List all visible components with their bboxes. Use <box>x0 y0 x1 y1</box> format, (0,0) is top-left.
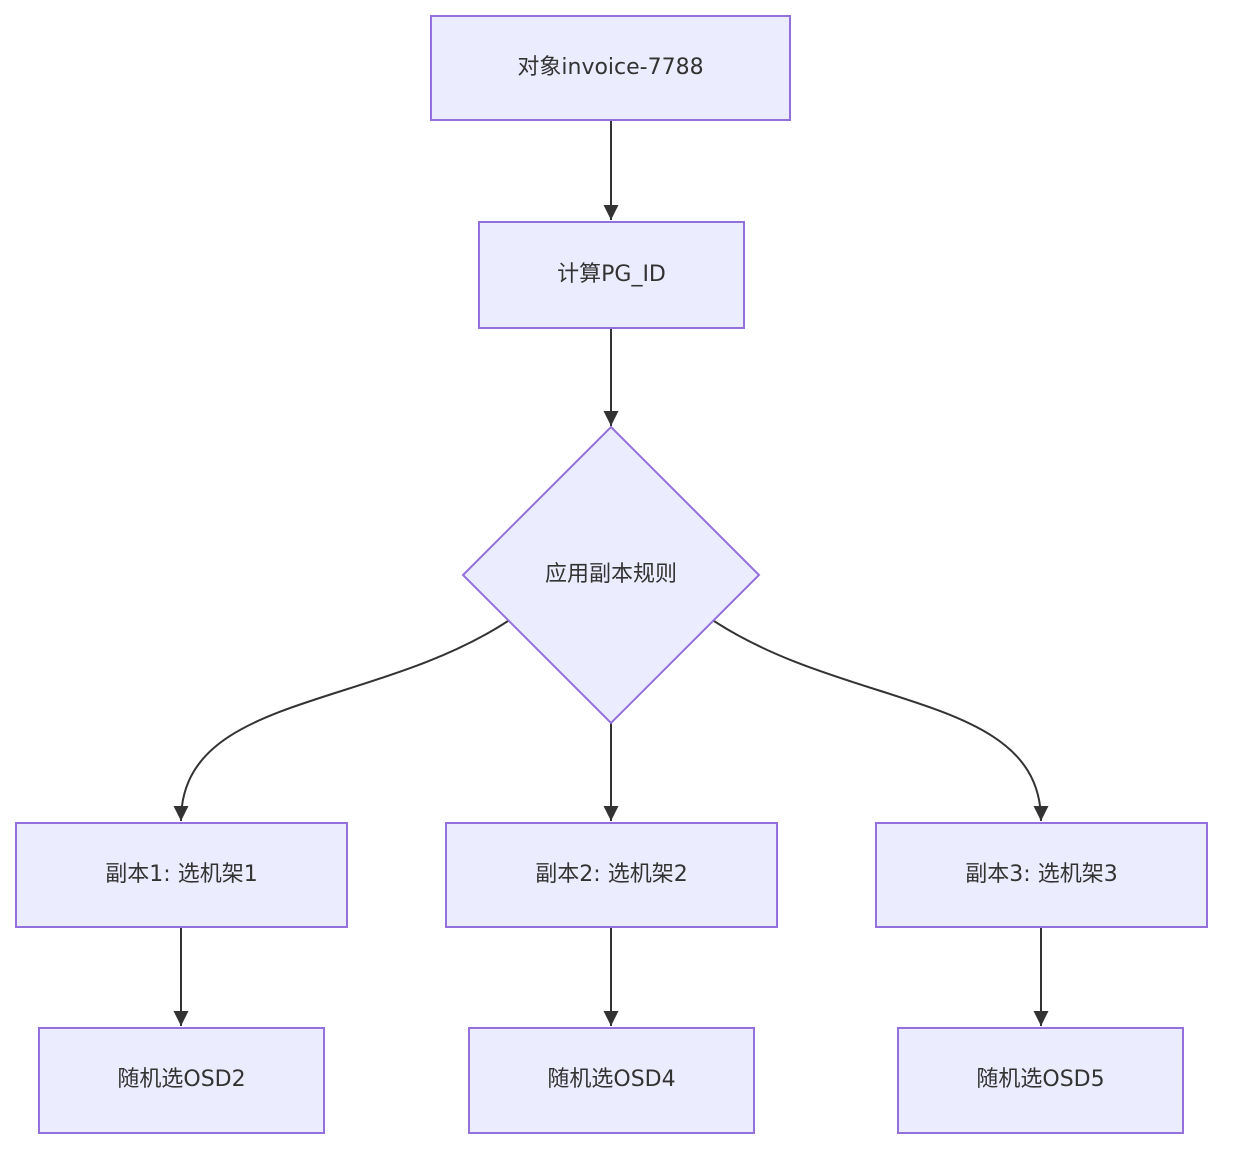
edge-decision-to-replica1 <box>173 620 509 822</box>
node-label: 应用副本规则 <box>544 561 677 587</box>
node-label: 副本3: 选机架3 <box>965 861 1118 887</box>
node-replica3-rack3: 副本3: 选机架3 <box>875 822 1208 928</box>
node-replica1-rack1: 副本1: 选机架1 <box>15 822 348 928</box>
node-decision-replica-rules: 应用副本规则 <box>463 427 759 723</box>
node-label: 随机选OSD2 <box>117 1067 246 1093</box>
node-compute-pgid: 计算PG_ID <box>478 221 745 329</box>
node-random-osd2: 随机选OSD2 <box>38 1027 325 1134</box>
decision-diamond-shape <box>461 425 761 725</box>
node-label: 副本1: 选机架1 <box>105 861 258 887</box>
node-label: 计算PG_ID <box>557 261 666 287</box>
node-replica2-rack2: 副本2: 选机架2 <box>445 822 778 928</box>
node-label: 副本2: 选机架2 <box>535 861 688 887</box>
edge-decision-to-replica3 <box>713 620 1049 822</box>
node-random-osd4: 随机选OSD4 <box>468 1027 755 1134</box>
node-object-invoice: 对象invoice-7788 <box>430 15 791 121</box>
node-label: 随机选OSD5 <box>976 1067 1105 1093</box>
node-random-osd5: 随机选OSD5 <box>897 1027 1184 1134</box>
node-label: 随机选OSD4 <box>547 1067 676 1093</box>
node-label: 对象invoice-7788 <box>517 54 704 80</box>
